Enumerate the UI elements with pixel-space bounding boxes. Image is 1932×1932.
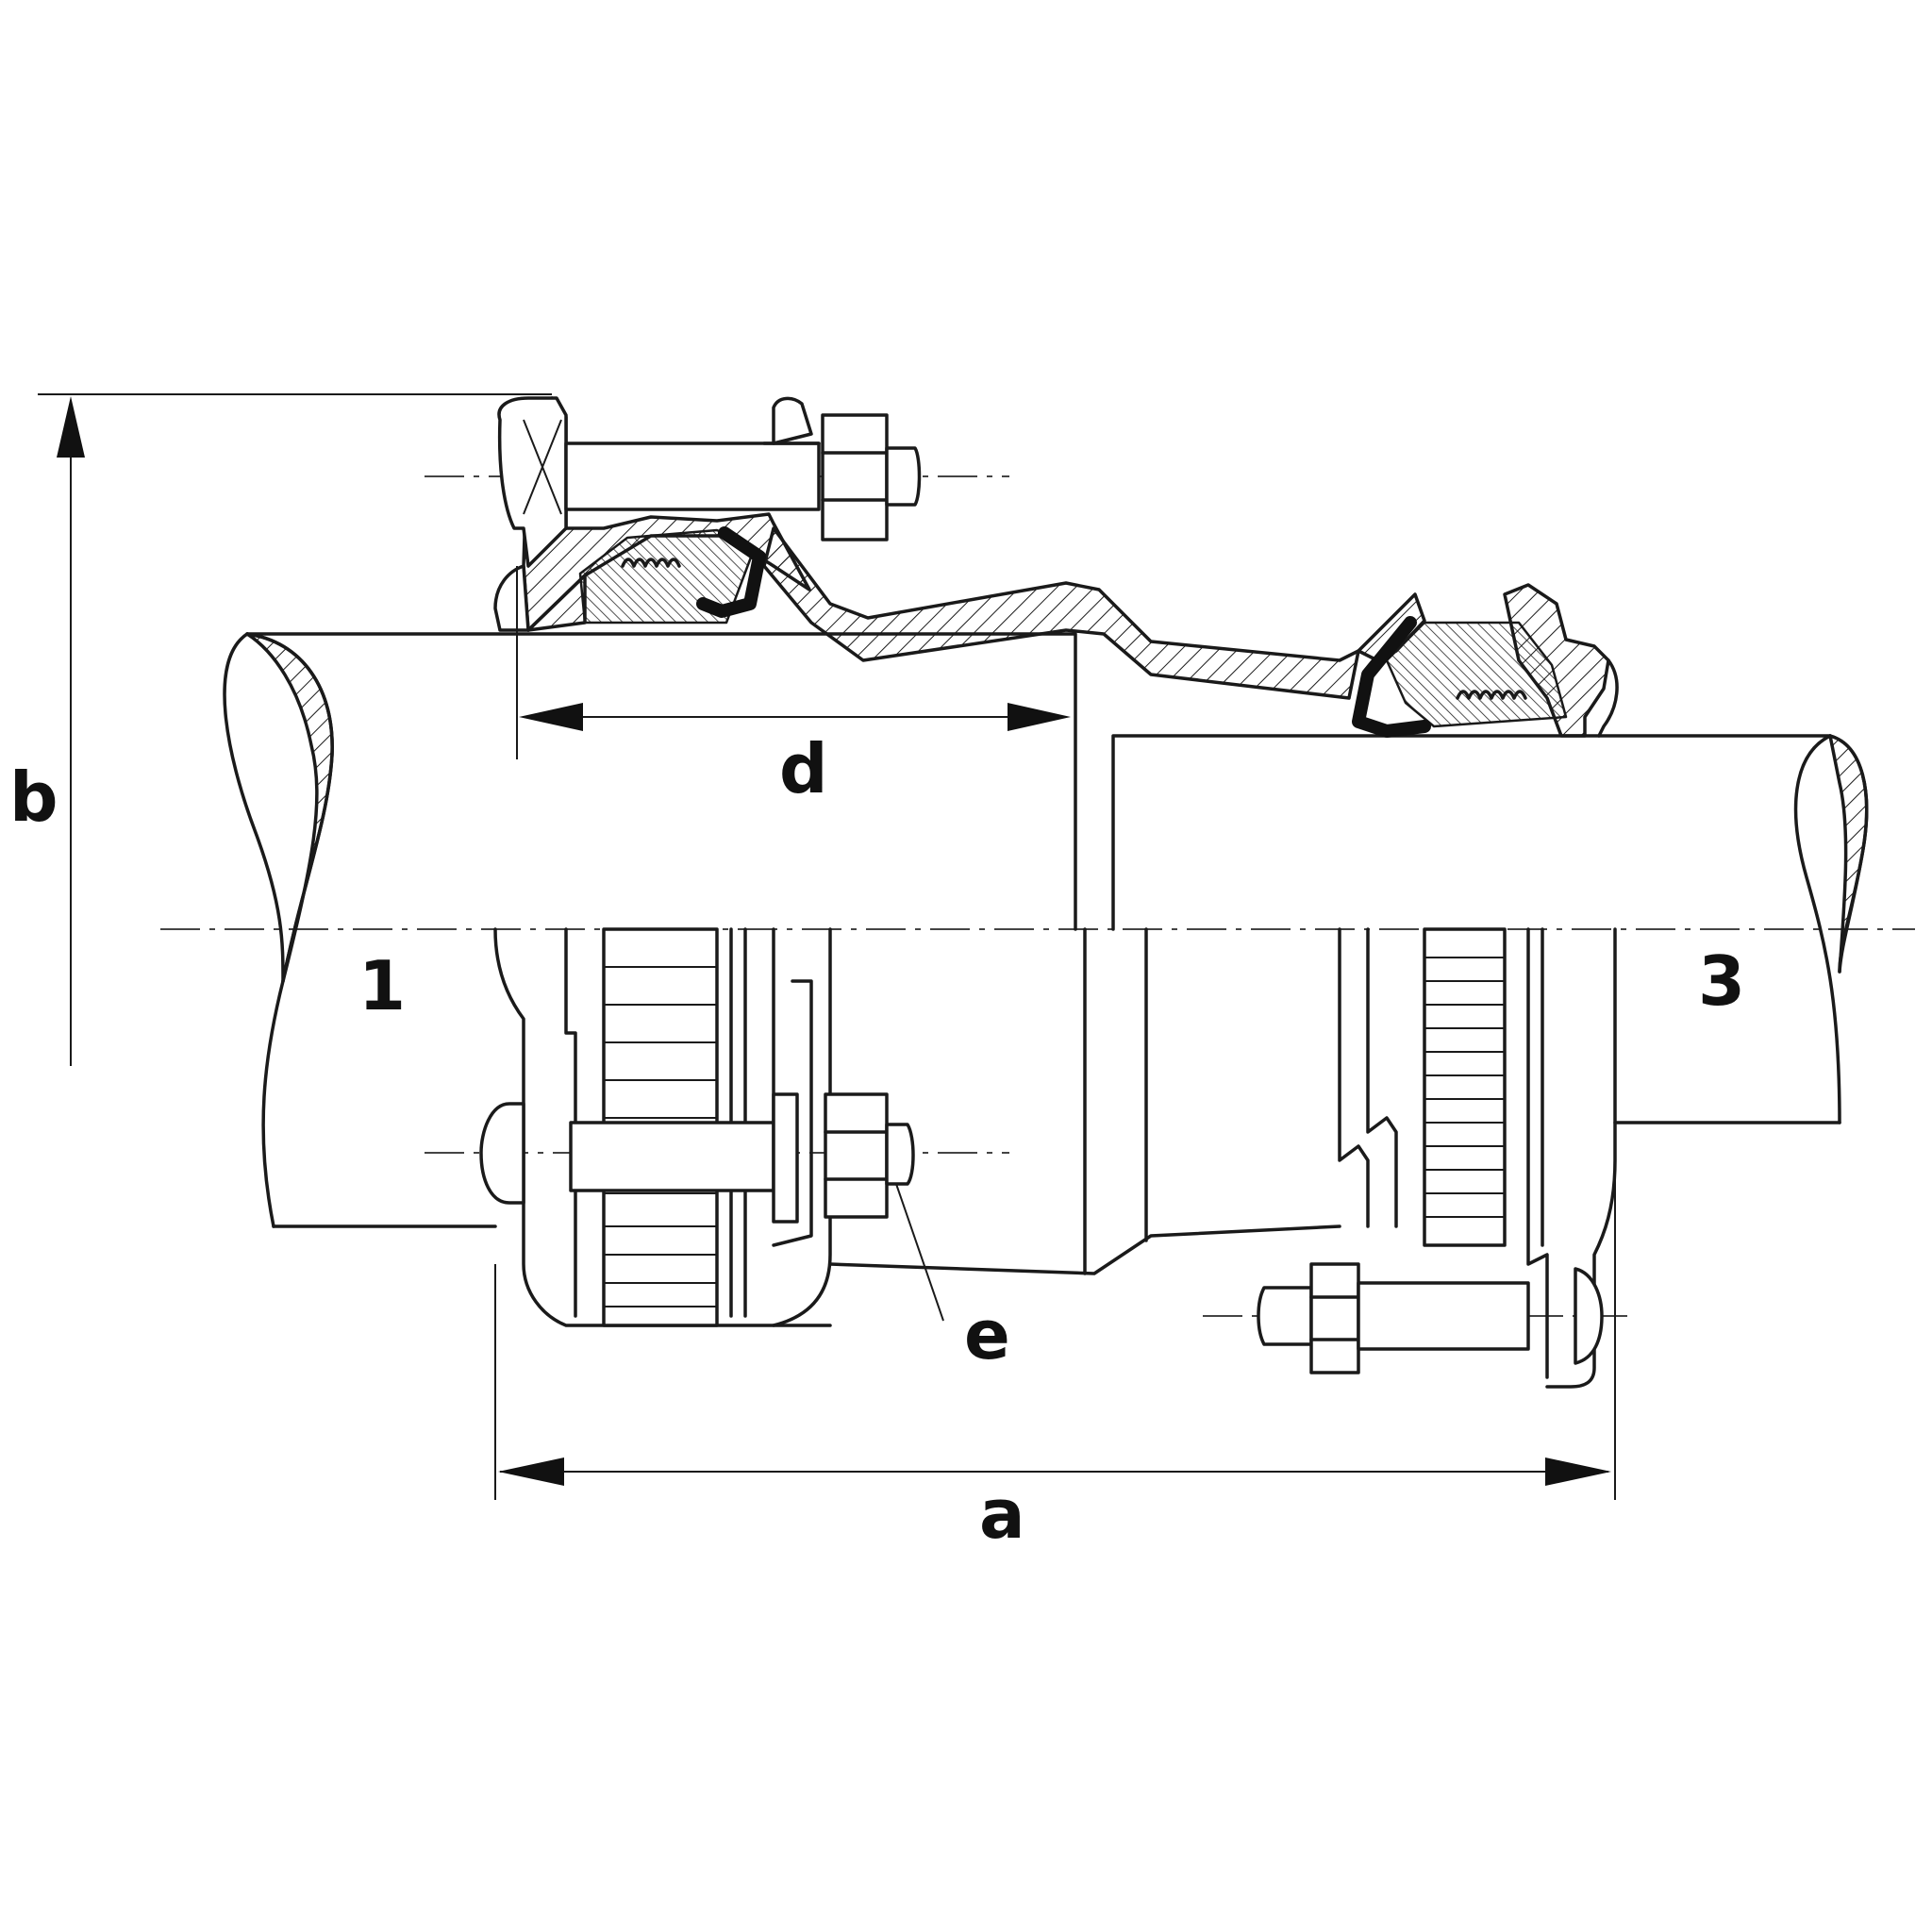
bottom-left-bolt — [479, 1092, 915, 1224]
label-pipe-left: 1 — [358, 946, 406, 1025]
coupling-exterior-lower — [493, 927, 1617, 1389]
bolt-head-left — [479, 1102, 525, 1205]
bottom-left-bolt-nut — [824, 1092, 889, 1219]
pipe-right — [1111, 734, 1869, 1124]
label-dim-a: a — [979, 1474, 1025, 1554]
bolt-head-right — [1574, 1267, 1604, 1365]
pipe-left — [223, 632, 1077, 1228]
left-gasket-lip — [696, 526, 766, 618]
label-dim-d: d — [779, 729, 828, 808]
right-ribbed-ring — [1423, 927, 1507, 1247]
bottom-right-bolt — [1257, 1262, 1604, 1374]
sleeve-body-section — [762, 526, 1360, 700]
right-gasket-lip — [1352, 616, 1431, 738]
dimension-a — [494, 1160, 1616, 1500]
left-ring-ribs — [604, 966, 717, 1307]
right-gasket-section — [1385, 621, 1568, 728]
dimension-b — [38, 393, 552, 1066]
dimension-d — [516, 566, 1071, 759]
left-flange-lug — [497, 396, 568, 568]
right-ring-ribs — [1424, 957, 1505, 1218]
label-dim-b: b — [9, 758, 58, 837]
label-pipe-right: 3 — [1698, 941, 1745, 1021]
leader-e — [895, 1183, 944, 1322]
bottom-right-bolt-nut — [1309, 1262, 1360, 1374]
label-dim-e: e — [964, 1295, 1010, 1374]
top-bolt-nut — [821, 413, 889, 541]
top-bolt — [564, 396, 922, 541]
coupling-section-upper — [493, 396, 1619, 738]
